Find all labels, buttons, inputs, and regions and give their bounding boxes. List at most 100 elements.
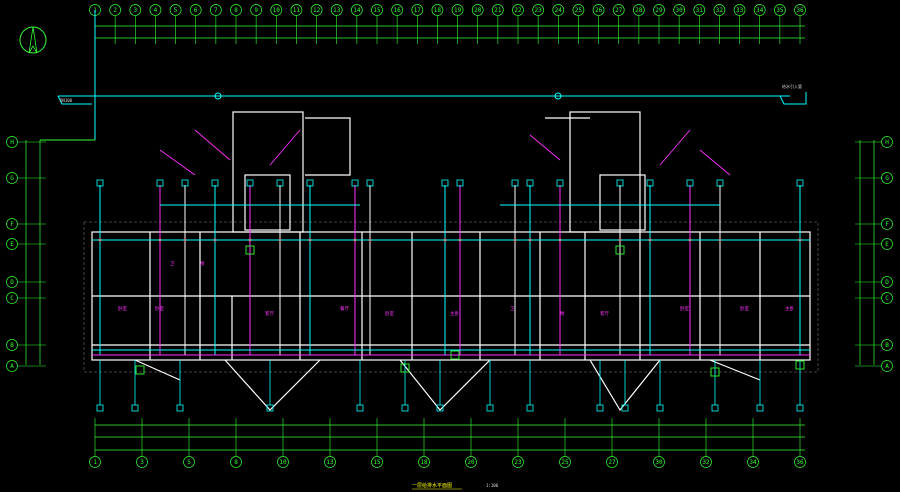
riser-box xyxy=(556,179,564,187)
fixture xyxy=(795,360,805,370)
axis-bubble-top xyxy=(250,4,262,16)
water-main-pipe xyxy=(40,10,807,141)
inspection-well xyxy=(401,404,409,412)
axis-label-right: D xyxy=(885,279,889,286)
axis-label-bottom: 34 xyxy=(749,459,757,466)
axis-label-top: 35 xyxy=(776,7,784,14)
axis-bubble-left xyxy=(6,292,18,304)
axis-bubble-bottom xyxy=(230,456,242,468)
pipe-diagonal xyxy=(194,129,231,161)
fixture xyxy=(615,245,625,255)
axis-bubble-top xyxy=(713,4,726,16)
axis-label-bottom: 27 xyxy=(608,459,616,466)
riser-box xyxy=(351,179,359,187)
axis-bubble-top xyxy=(733,4,746,16)
axis-bubble-top xyxy=(552,4,565,16)
axis-bubble-right xyxy=(881,218,893,230)
axis-label-bottom: 8 xyxy=(234,459,238,466)
room-label: 餐厅 xyxy=(340,305,349,312)
axis-label-top: 27 xyxy=(615,7,623,14)
axis-label-top: 11 xyxy=(293,7,301,14)
room-label: 卧室 xyxy=(740,305,749,312)
axis-bubble-bottom xyxy=(136,456,148,468)
axis-bubble-bottom xyxy=(700,456,712,468)
axis-label-top: 16 xyxy=(394,7,402,14)
drawing-title-block: 一层给排水平面图 1:100 xyxy=(412,482,499,490)
axis-bubble-left xyxy=(6,360,18,372)
axis-bubble-right xyxy=(881,292,893,304)
room-label: 主卧 xyxy=(785,305,794,312)
room-label: 客厅 xyxy=(600,310,609,317)
riser-box xyxy=(456,179,464,187)
room-label: 卫 xyxy=(510,306,515,312)
axis-bubble-top xyxy=(411,4,424,16)
axis-label-bottom: 1 xyxy=(93,459,97,466)
axis-bubble-left xyxy=(6,339,18,351)
fixture xyxy=(245,245,255,255)
axis-label-top: 17 xyxy=(414,7,422,14)
axis-label-bottom: 36 xyxy=(796,459,804,466)
riser-box xyxy=(181,179,189,187)
axis-bubble-bottom xyxy=(183,456,195,468)
axis-label-left: C xyxy=(10,295,14,302)
riser-box xyxy=(366,179,374,187)
riser-box xyxy=(686,179,694,187)
axis-label-top: 25 xyxy=(575,7,583,14)
axis-bubble-bottom xyxy=(512,456,524,468)
riser-box xyxy=(511,179,519,187)
axis-bubble-top xyxy=(451,4,464,16)
pipe-diagonal xyxy=(269,129,301,166)
inspection-well xyxy=(486,404,494,412)
axis-label-top: 30 xyxy=(676,7,684,14)
room-label: 卧室 xyxy=(680,305,689,312)
inspection-well xyxy=(356,404,364,412)
room-label: 卧室 xyxy=(385,310,394,317)
pipe-diagonal xyxy=(529,134,561,161)
dimension-lines xyxy=(25,25,875,451)
axis-label-bottom: 15 xyxy=(373,459,381,466)
axis-bubble-top xyxy=(512,4,524,16)
axis-label-top: 20 xyxy=(474,7,482,14)
riser-box xyxy=(616,179,624,187)
riser-box xyxy=(526,179,534,187)
room-label: 卫 xyxy=(170,261,175,267)
inspection-well xyxy=(131,404,139,412)
axis-bubble-bottom xyxy=(418,456,430,468)
axis-bubble-right xyxy=(881,136,893,148)
axis-label-top: 9 xyxy=(254,7,258,14)
axis-label-top: 5 xyxy=(174,7,178,14)
axis-label-top: 6 xyxy=(194,7,198,14)
axis-label-top: 26 xyxy=(595,7,603,14)
axis-bubble-bottom xyxy=(324,456,336,468)
axis-bubble-top xyxy=(109,4,121,16)
axis-bubble-top xyxy=(633,4,645,16)
axis-bubble-top xyxy=(653,4,665,16)
axis-label-top: 29 xyxy=(655,7,663,14)
axis-bubble-top xyxy=(149,4,162,16)
axis-bubble-bottom xyxy=(89,456,101,468)
riser-box xyxy=(716,179,724,187)
axis-label-right: H xyxy=(885,139,889,146)
axis-bubble-right xyxy=(881,172,893,184)
drawing-title: 一层给排水平面图 xyxy=(412,482,452,489)
axis-bubble-top xyxy=(753,4,766,16)
axis-bubble-bottom xyxy=(559,456,571,468)
axis-label-top: 24 xyxy=(555,7,563,14)
room-label: 客厅 xyxy=(265,310,274,317)
axis-label-top: 31 xyxy=(696,7,704,14)
axis-label-top: 15 xyxy=(373,7,381,14)
axis-bubble-top xyxy=(612,4,625,16)
axis-label-top: 19 xyxy=(454,7,462,14)
axis-bubble-top xyxy=(431,4,444,16)
axis-label-bottom: 10 xyxy=(279,459,287,466)
axis-bubble-top xyxy=(774,4,786,16)
north-arrow-icon xyxy=(19,26,47,54)
axis-label-left: D xyxy=(10,279,14,286)
svg-text:DN100: DN100 xyxy=(60,98,73,103)
riser-box xyxy=(796,179,804,187)
axis-bubble-top xyxy=(330,4,343,16)
axis-label-left: G xyxy=(10,175,14,182)
drawing-scale: 1:100 xyxy=(486,483,499,488)
axis-label-bottom: 5 xyxy=(187,459,191,466)
